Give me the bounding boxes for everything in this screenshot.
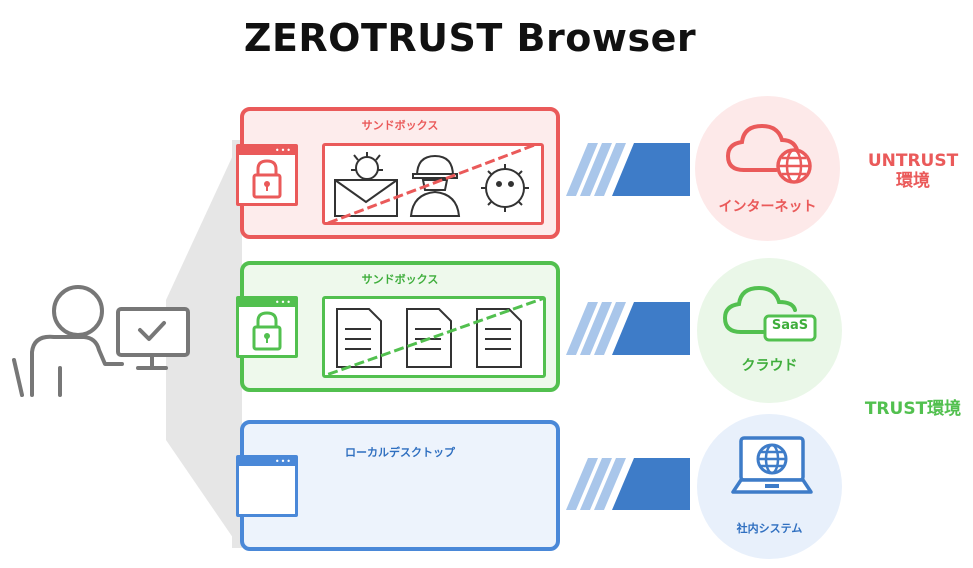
- laptop-globe-icon: [727, 428, 817, 508]
- virus-icon: [481, 164, 529, 212]
- untrust-env-label: UNTRUST 環境: [858, 151, 968, 191]
- sandbox-label: サンドボックス: [244, 117, 556, 133]
- browser-window-icon-green: •••: [236, 296, 298, 358]
- hacker-icon: [411, 156, 459, 216]
- user-icon: [14, 287, 122, 395]
- connection-stripes-cloud: [566, 302, 690, 355]
- cloud-saas-icon: [719, 276, 823, 346]
- trust-env-label: TRUST環境: [853, 399, 973, 419]
- internet-label: インターネット: [695, 196, 840, 216]
- browser-window-icon-blue: •••: [236, 455, 298, 517]
- connection-stripes-internal: [566, 458, 690, 510]
- browser-window-icon-red: •••: [236, 144, 298, 206]
- cloud-label: クラウド: [697, 355, 842, 375]
- lock-icon: [239, 307, 295, 357]
- document-icon: [477, 309, 521, 367]
- cloud-globe-icon: [720, 114, 820, 184]
- internal-system-label: 社内システム: [697, 520, 842, 536]
- saas-badge: SaaS: [765, 318, 815, 333]
- internal-circle: 社内システム: [697, 414, 842, 559]
- internet-circle: インターネット: [695, 96, 840, 241]
- documents-box: [322, 296, 546, 378]
- untrust-line2: 環境: [858, 171, 968, 191]
- untrust-line1: UNTRUST: [858, 151, 968, 171]
- malware-envelope-icon: [335, 152, 397, 216]
- lock-icon: [239, 155, 295, 205]
- sandbox-label: サンドボックス: [244, 271, 556, 287]
- connection-stripes-internet: [566, 143, 690, 196]
- threats-box: [322, 143, 544, 225]
- cloud-circle: SaaS クラウド: [697, 258, 842, 403]
